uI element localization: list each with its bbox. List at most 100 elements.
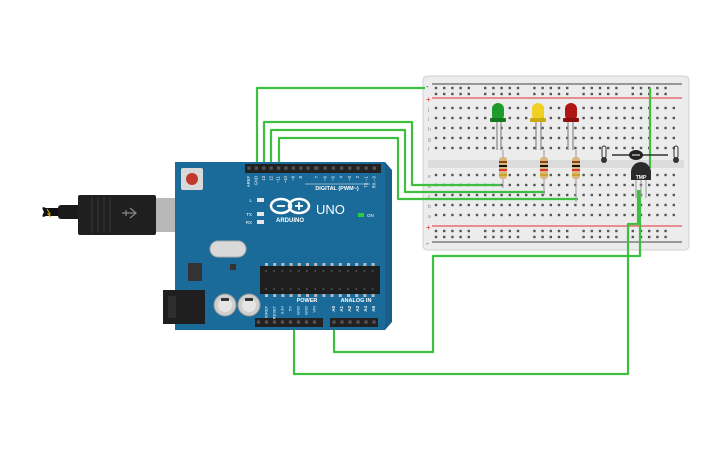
breadboard-hole[interactable] [664, 136, 667, 140]
breadboard-hole[interactable] [451, 146, 454, 150]
breadboard-hole[interactable] [623, 146, 626, 150]
breadboard-hole[interactable] [648, 193, 651, 197]
breadboard-hole[interactable] [672, 173, 675, 177]
breadboard-hole[interactable] [582, 203, 585, 207]
rail-hole[interactable] [434, 235, 438, 239]
breadboard-hole[interactable] [443, 203, 446, 207]
rail-hole[interactable] [516, 92, 520, 96]
breadboard-hole[interactable] [434, 106, 438, 110]
breadboard-hole[interactable] [451, 106, 454, 110]
breadboard-hole[interactable] [615, 193, 618, 197]
rail-hole[interactable] [492, 86, 495, 90]
breadboard-hole[interactable] [656, 213, 659, 217]
breadboard-hole[interactable] [590, 146, 593, 150]
breadboard-hole[interactable] [623, 106, 626, 110]
rail-hole[interactable] [557, 229, 561, 233]
rail-hole[interactable] [484, 235, 487, 239]
breadboard-hole[interactable] [672, 203, 675, 207]
breadboard-hole[interactable] [533, 203, 536, 207]
rail-hole[interactable] [615, 92, 618, 96]
breadboard-hole[interactable] [664, 173, 667, 177]
rail-hole[interactable] [533, 229, 536, 233]
breadboard-hole[interactable] [664, 203, 667, 207]
header-pin[interactable] [269, 166, 273, 170]
rail-hole[interactable] [484, 86, 487, 90]
breadboard-hole[interactable] [525, 173, 528, 177]
rail-hole[interactable] [508, 229, 511, 233]
breadboard-hole[interactable] [582, 173, 585, 177]
breadboard-hole[interactable] [639, 126, 643, 130]
breadboard-hole[interactable] [574, 183, 577, 187]
header-pin[interactable] [262, 166, 266, 170]
breadboard-hole[interactable] [574, 136, 577, 140]
rail-hole[interactable] [639, 86, 643, 90]
breadboard-hole[interactable] [598, 173, 602, 177]
rail-hole[interactable] [607, 229, 610, 233]
header-pin[interactable] [304, 320, 309, 324]
rail-hole[interactable] [541, 229, 544, 233]
breadboard-hole[interactable] [516, 116, 520, 120]
header-pin[interactable] [372, 166, 376, 170]
rail-hole[interactable] [590, 86, 593, 90]
breadboard-hole[interactable] [656, 136, 659, 140]
header-pin[interactable] [312, 320, 317, 324]
breadboard-hole[interactable] [451, 203, 454, 207]
rail-hole[interactable] [557, 92, 561, 96]
breadboard-hole[interactable] [656, 173, 659, 177]
breadboard-hole[interactable] [525, 136, 528, 140]
header-pin[interactable] [323, 166, 327, 170]
rail-hole[interactable] [590, 235, 593, 239]
breadboard-hole[interactable] [656, 106, 659, 110]
header-pin[interactable] [284, 166, 288, 170]
breadboard-hole[interactable] [434, 213, 438, 217]
breadboard-hole[interactable] [500, 203, 503, 207]
breadboard-hole[interactable] [664, 183, 667, 187]
breadboard-hole[interactable] [598, 116, 602, 120]
breadboard-hole[interactable] [525, 213, 528, 217]
rail-hole[interactable] [459, 92, 462, 96]
breadboard-hole[interactable] [582, 106, 585, 110]
rail-hole[interactable] [582, 229, 585, 233]
breadboard-hole[interactable] [516, 136, 520, 140]
breadboard-hole[interactable] [467, 146, 470, 150]
rail-hole[interactable] [664, 235, 667, 239]
breadboard-hole[interactable] [656, 146, 659, 150]
breadboard-hole[interactable] [582, 213, 585, 217]
breadboard-hole[interactable] [574, 193, 577, 197]
breadboard-hole[interactable] [664, 213, 667, 217]
breadboard-hole[interactable] [525, 183, 528, 187]
wire-pin13-green-led[interactable] [262, 120, 500, 187]
breadboard-hole[interactable] [590, 116, 593, 120]
rail-hole[interactable] [467, 235, 470, 239]
header-pin[interactable] [372, 320, 376, 324]
breadboard-hole[interactable] [484, 136, 487, 140]
header-pin[interactable] [291, 166, 295, 170]
breadboard-hole[interactable] [598, 193, 602, 197]
breadboard-hole[interactable] [508, 126, 511, 130]
breadboard-hole[interactable] [500, 213, 503, 217]
wire-pin12-yellow-led[interactable] [269, 128, 545, 194]
rail-hole[interactable] [656, 92, 659, 96]
breadboard-hole[interactable] [549, 136, 552, 140]
breadboard-hole[interactable] [615, 173, 618, 177]
breadboard-hole[interactable] [590, 193, 593, 197]
breadboard-hole[interactable] [631, 193, 634, 197]
breadboard-hole[interactable] [533, 213, 536, 217]
breadboard-hole[interactable] [484, 146, 487, 150]
breadboard-hole[interactable] [508, 146, 511, 150]
rail-hole[interactable] [631, 229, 634, 233]
breadboard-hole[interactable] [664, 126, 667, 130]
breadboard-hole[interactable] [525, 146, 528, 150]
rail-hole[interactable] [434, 229, 438, 233]
header-pin[interactable] [280, 320, 285, 324]
breadboard-hole[interactable] [508, 203, 511, 207]
breadboard-hole[interactable] [492, 146, 495, 150]
rail-hole[interactable] [631, 86, 634, 90]
rail-hole[interactable] [598, 229, 602, 233]
rail-hole[interactable] [541, 92, 544, 96]
breadboard-holes[interactable] [434, 86, 675, 239]
breadboard-hole[interactable] [623, 126, 626, 130]
breadboard-hole[interactable] [484, 116, 487, 120]
breadboard-hole[interactable] [516, 106, 520, 110]
